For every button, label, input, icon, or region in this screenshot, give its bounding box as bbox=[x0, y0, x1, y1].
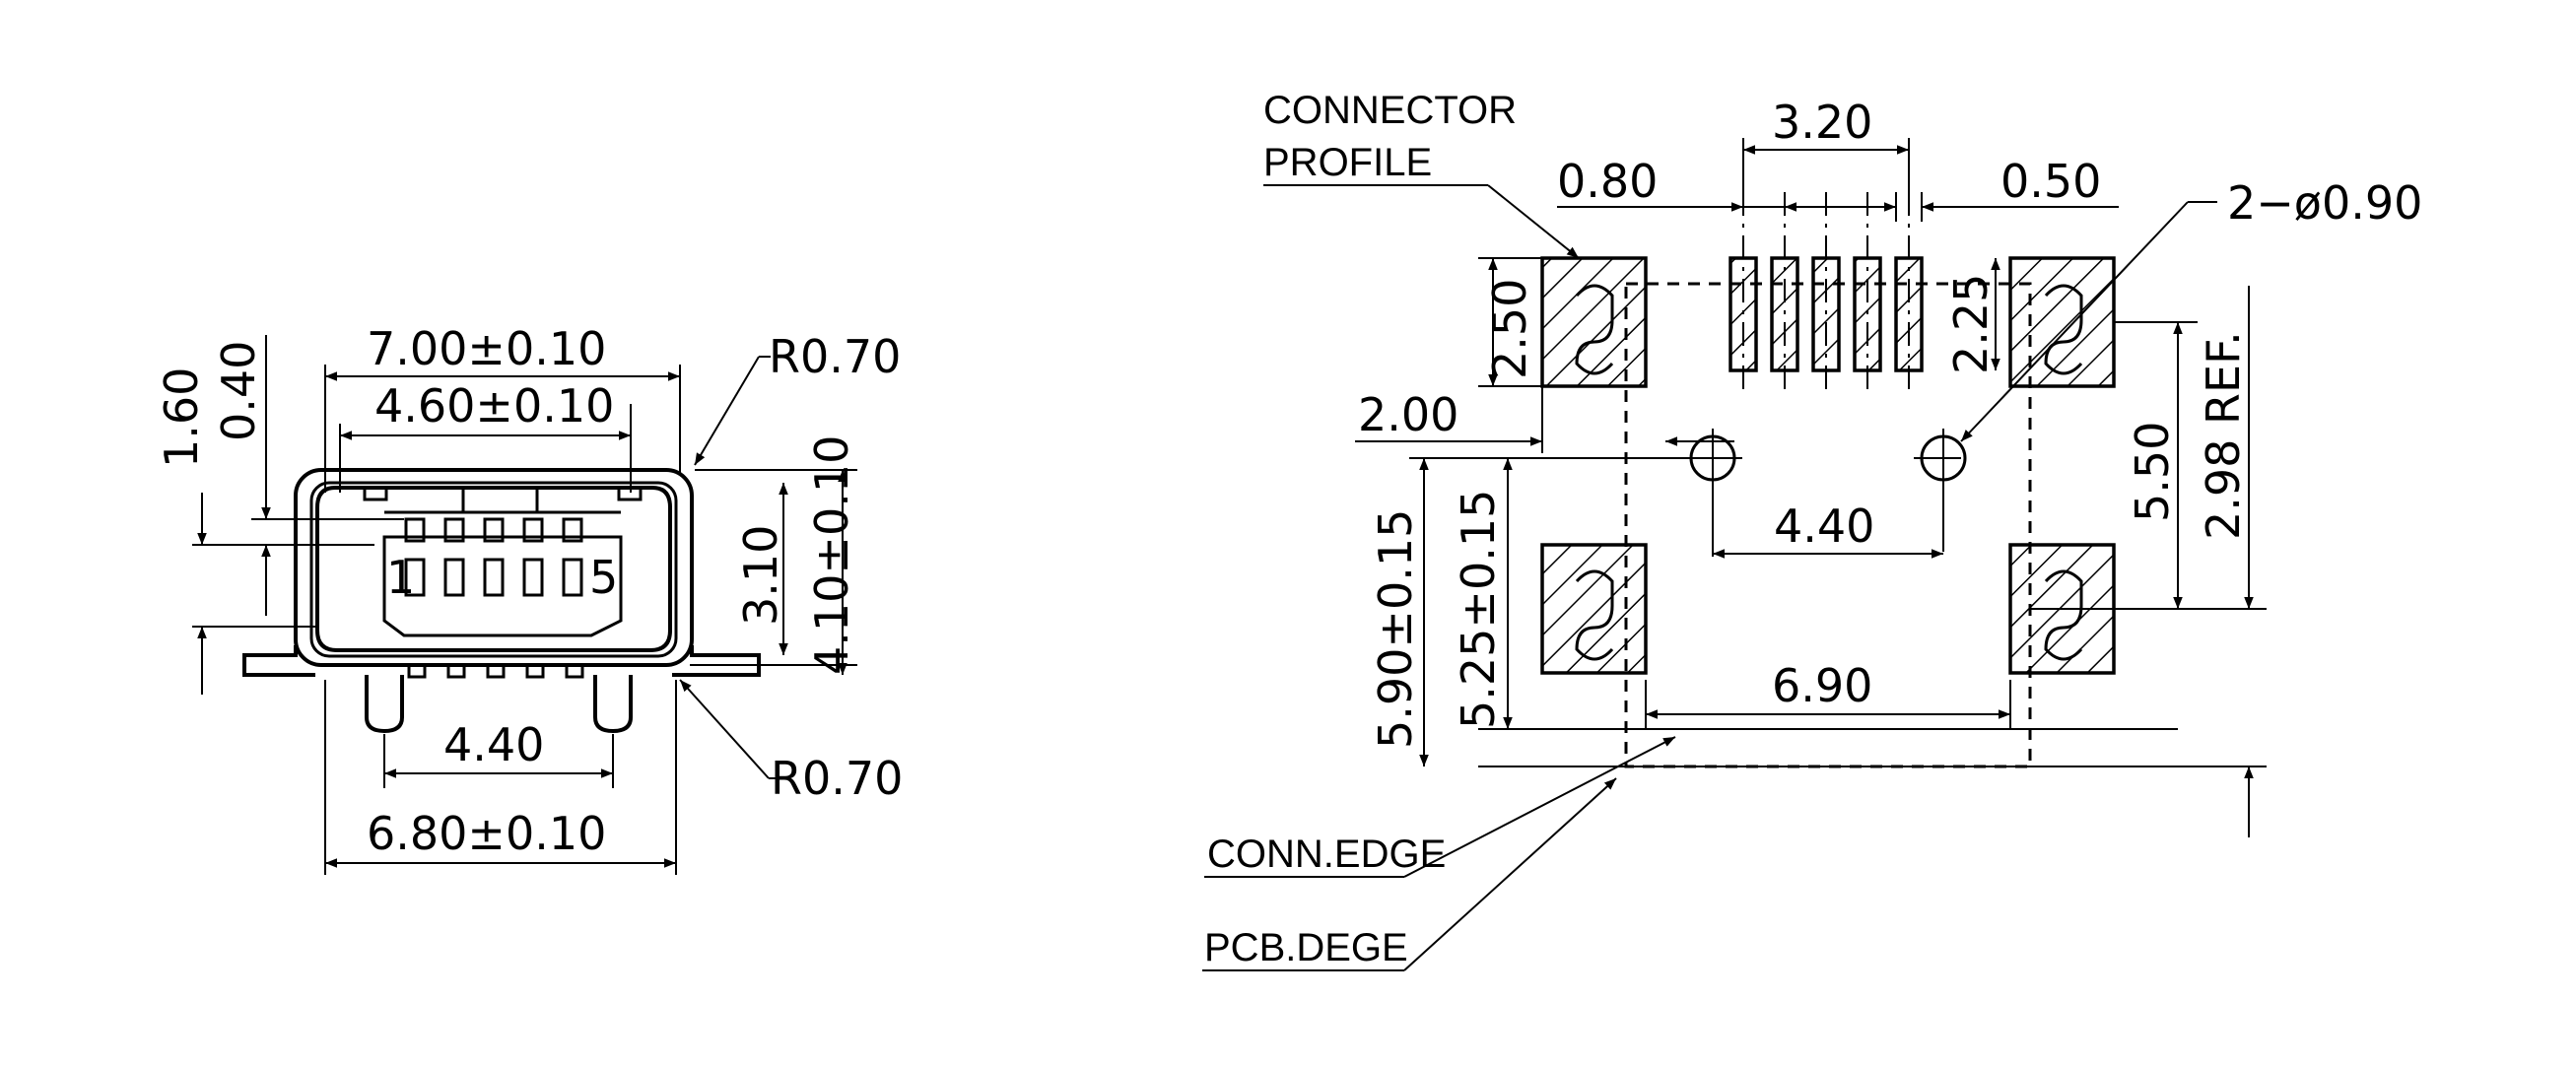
dim-2-00: 2.00 bbox=[1358, 388, 1458, 441]
footprint-view: CONNECTOR PROFILE 3.20 0.80 0.50 2−ø0.90… bbox=[1202, 89, 2422, 971]
label-pcb-edge: PCB.DEGE bbox=[1204, 926, 1408, 969]
connector-shell bbox=[294, 468, 694, 667]
dim-2-50: 2.50 bbox=[1483, 279, 1536, 379]
dim-2-98-ref: 2.98 REF. bbox=[2197, 331, 2250, 540]
pin-1-label: 1 bbox=[386, 551, 415, 604]
dim-0-80: 0.80 bbox=[1557, 155, 1658, 208]
dim-4-60: 4.60±0.10 bbox=[374, 379, 614, 433]
dim-5-90: 5.90±0.15 bbox=[1369, 509, 1422, 749]
dim-5-50: 5.50 bbox=[2126, 422, 2179, 522]
dim-3-20: 3.20 bbox=[1772, 96, 1872, 149]
dim-6-80: 6.80±0.10 bbox=[367, 807, 606, 860]
signal-pads bbox=[1729, 192, 1924, 389]
label-connector-profile-2: PROFILE bbox=[1263, 141, 1432, 184]
dim-3-10: 3.10 bbox=[734, 525, 787, 626]
bottom-leads bbox=[365, 663, 633, 734]
dim-4-40-front: 4.40 bbox=[443, 718, 544, 771]
dim-0-40: 0.40 bbox=[212, 341, 265, 441]
dim-r-0-70-top: R0.70 bbox=[769, 330, 901, 383]
mounting-flanges bbox=[242, 645, 761, 677]
dim-6-90: 6.90 bbox=[1772, 659, 1872, 712]
dim-5-25: 5.25±0.15 bbox=[1452, 490, 1505, 729]
dim-0-50: 0.50 bbox=[2000, 155, 2101, 208]
dim-r-0-70-bottom: R0.70 bbox=[771, 752, 903, 805]
contact-pins: 1 5 bbox=[386, 517, 618, 604]
dim-1-60: 1.60 bbox=[155, 367, 208, 468]
dim-2-25: 2.25 bbox=[1944, 274, 1998, 374]
dim-7-00: 7.00±0.10 bbox=[367, 322, 606, 375]
dim-4-10: 4.10±0.10 bbox=[805, 435, 858, 675]
connector-profile-outline bbox=[1624, 282, 2032, 768]
locating-holes bbox=[1683, 429, 1967, 557]
label-connector-profile-1: CONNECTOR bbox=[1263, 89, 1517, 132]
dim-4-40-holes: 4.40 bbox=[1774, 500, 1874, 553]
front-view: 1 5 7.00±0.10 4.60±0.10 bbox=[155, 322, 903, 875]
label-conn-edge: CONN.EDGE bbox=[1207, 833, 1446, 876]
pin-5-label: 5 bbox=[589, 551, 618, 604]
dim-hole-dia: 2−ø0.90 bbox=[2227, 176, 2422, 230]
